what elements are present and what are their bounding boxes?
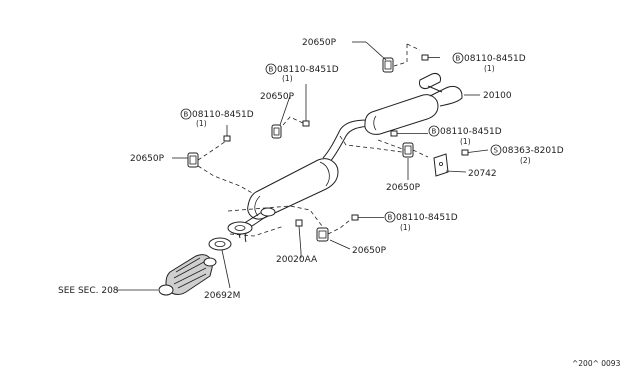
- svg-text:08363-8201D: 08363-8201D: [502, 146, 564, 156]
- callout-screw-right: S 08363-8201D (2): [490, 144, 564, 165]
- svg-text:08110-8451D: 08110-8451D: [396, 213, 458, 223]
- circle-s-icon: S: [494, 147, 499, 155]
- front-tube-flange: [227, 221, 253, 235]
- catalytic-converter: [158, 254, 217, 296]
- label-20650p-right: 20650P: [386, 183, 421, 193]
- mount-20650p-left: [187, 152, 199, 168]
- label-see-sec-208: SEE SEC. 208: [58, 286, 119, 296]
- diagram-code: ^200^ 0093: [572, 359, 621, 368]
- leader-lines: [116, 41, 480, 291]
- svg-text:(1): (1): [400, 223, 411, 232]
- circle-b-icon: B: [184, 111, 189, 119]
- svg-text:08110-8451D: 08110-8451D: [464, 54, 526, 64]
- main-muffler: [364, 73, 463, 135]
- label-20742: 20742: [468, 169, 497, 179]
- bolt-20020aa: [295, 219, 303, 253]
- label-20692m: 20692M: [204, 291, 240, 301]
- circle-b-icon: B: [269, 66, 274, 74]
- pre-muffler: [247, 158, 339, 220]
- svg-text:(1): (1): [484, 64, 495, 73]
- bolt-left: [223, 125, 231, 142]
- callout-bolt-top-right: B 08110-8451D (1): [452, 52, 526, 73]
- svg-text:(1): (1): [460, 137, 471, 146]
- svg-text:(2): (2): [520, 156, 531, 165]
- bolt-mid-right: [390, 130, 428, 137]
- svg-text:08110-8451D: 08110-8451D: [440, 127, 502, 137]
- svg-text:(1): (1): [196, 119, 207, 128]
- circle-b-icon: B: [388, 214, 393, 222]
- mount-20650p-top: [382, 57, 394, 73]
- label-20020aa: 20020AA: [276, 255, 318, 265]
- callout-bolt-upper-mid: B 08110-8451D (1): [265, 63, 339, 83]
- label-20100: 20100: [483, 91, 512, 101]
- label-20650p-lower: 20650P: [352, 246, 387, 256]
- bolt-lower: [351, 214, 384, 221]
- circle-b-icon: B: [456, 55, 461, 63]
- svg-text:(1): (1): [282, 74, 293, 83]
- mount-20650p-lower: [316, 227, 329, 242]
- callout-bolt-left: B 08110-8451D (1): [180, 108, 254, 128]
- label-20650p-upper-mid: 20650P: [260, 92, 295, 102]
- gasket-20692m: [208, 237, 232, 251]
- bracket-20742: [433, 153, 449, 177]
- callout-bolt-mid-right: B 08110-8451D (1): [428, 125, 502, 146]
- bolt-top-right: [421, 54, 440, 61]
- svg-text:08110-8451D: 08110-8451D: [192, 110, 254, 120]
- tube-joint-flange: [260, 207, 276, 217]
- callout-bolt-lower: B 08110-8451D (1): [384, 211, 458, 232]
- front-tube: [227, 207, 276, 243]
- mount-20650p-upper-mid: [271, 124, 282, 139]
- circle-b-icon: B: [432, 128, 437, 136]
- label-20650p-left: 20650P: [130, 154, 165, 164]
- center-exhaust-pipe: [322, 116, 383, 164]
- svg-text:08110-8451D: 08110-8451D: [277, 65, 339, 75]
- label-20650p-top: 20650P: [302, 38, 337, 48]
- screw-right: [461, 149, 489, 156]
- assembly-lines: [197, 43, 429, 237]
- bolt-upper-mid: [302, 84, 310, 127]
